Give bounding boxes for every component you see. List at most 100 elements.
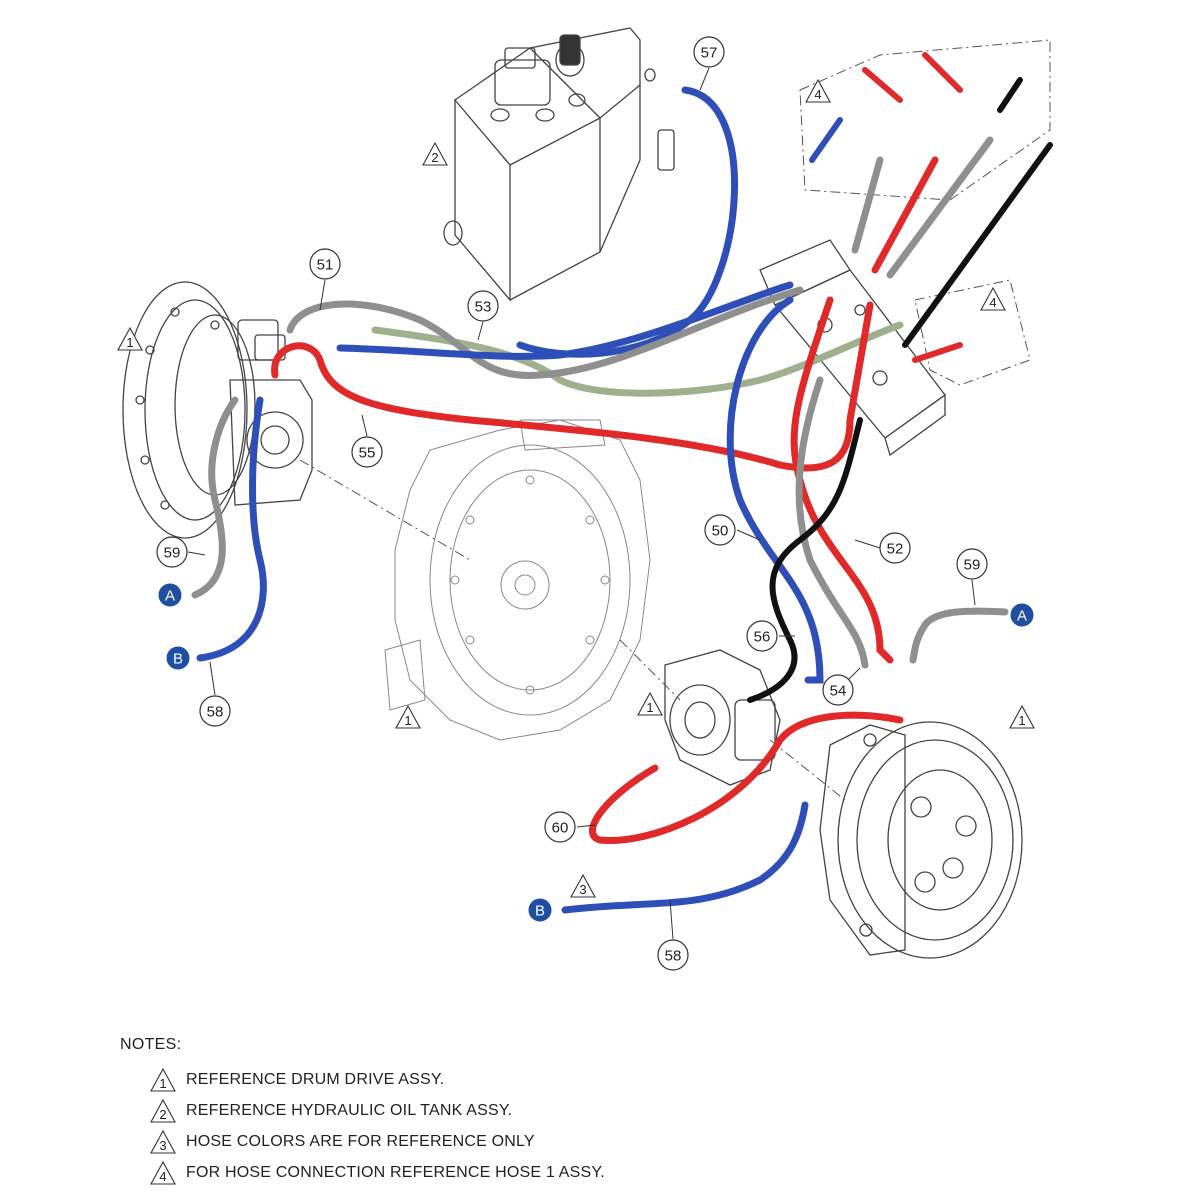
note-ref-label: 4 xyxy=(989,295,996,310)
valve-manifold-bracket xyxy=(759,39,1051,457)
connector-label: B xyxy=(535,903,545,920)
note-text: REFERENCE DRUM DRIVE ASSY. xyxy=(186,1070,445,1088)
callout-label: 50 xyxy=(712,523,729,540)
hose-fan-gray-2 xyxy=(886,136,994,279)
note-text: REFERENCE HYDRAULIC OIL TANK ASSY. xyxy=(186,1101,513,1119)
callout-51: 51 xyxy=(309,248,341,280)
note-row: 1 REFERENCE DRUM DRIVE ASSY. xyxy=(150,1064,820,1095)
note-number: 2 xyxy=(159,1107,166,1122)
callout-53: 53 xyxy=(467,290,499,322)
connector-a: A xyxy=(1009,602,1035,628)
callout-label: 58 xyxy=(665,948,682,965)
hose-blue-left-to-manifold xyxy=(336,281,794,360)
connector-b: B xyxy=(165,645,191,671)
note-ref-label: 1 xyxy=(126,335,133,350)
note-ref-triangle-4: 4 xyxy=(980,286,1006,311)
callout-label: 54 xyxy=(830,683,847,700)
note-text: HOSE COLORS ARE FOR REFERENCE ONLY xyxy=(186,1132,535,1150)
callout-58: 58 xyxy=(657,939,689,971)
notes-section: NOTES: 1 REFERENCE DRUM DRIVE ASSY. 2 REFER… xyxy=(120,1036,820,1188)
center-drum-drive-assembly xyxy=(384,419,651,741)
callout-label: 53 xyxy=(475,299,492,316)
callout-50: 50 xyxy=(704,514,736,546)
centerline-left-to-center xyxy=(299,459,471,561)
note-ref-label: 3 xyxy=(579,882,586,897)
left-drum-drive-assembly xyxy=(122,281,313,539)
hose-58-blue-left xyxy=(196,396,267,662)
hose-fan-gray-1 xyxy=(851,156,884,254)
callout-label: 57 xyxy=(701,45,718,62)
callout-label: 56 xyxy=(754,629,771,646)
note-ref-triangle-3: 3 xyxy=(570,873,596,898)
hose-59-gray-left xyxy=(191,396,239,599)
notes-title: NOTES: xyxy=(120,1036,182,1053)
callout-label: 60 xyxy=(552,820,569,837)
connector-b: B xyxy=(527,897,553,923)
note-ref-triangle-1: 1 xyxy=(1009,704,1035,729)
note-ref-label: 4 xyxy=(814,87,821,102)
callout-59: 59 xyxy=(156,536,188,568)
note-ref-label: 1 xyxy=(404,713,411,728)
note-row: 2 REFERENCE HYDRAULIC OIL TANK ASSY. xyxy=(150,1095,820,1126)
connector-label: B xyxy=(173,651,183,668)
note-ref-triangle-2: 2 xyxy=(422,141,448,166)
hose-55-red xyxy=(271,301,874,472)
callout-60: 60 xyxy=(544,811,576,843)
hose-top-red-stub-2 xyxy=(922,52,963,93)
hydraulic-oil-tank xyxy=(443,27,675,302)
right-drum-drive-assembly xyxy=(819,721,1023,959)
note-ref-label: 1 xyxy=(646,700,653,715)
note-number: 1 xyxy=(159,1076,166,1091)
note-triangle-icon: 3 xyxy=(150,1129,176,1154)
note-ref-triangle-4: 4 xyxy=(805,78,831,103)
hose-51-gray xyxy=(286,286,804,379)
hose-top-blue-stub xyxy=(809,117,843,163)
note-number: 4 xyxy=(159,1169,166,1184)
note-ref-triangle-1: 1 xyxy=(395,704,421,729)
callout-label: 59 xyxy=(964,557,981,574)
connector-label: A xyxy=(1017,608,1027,625)
callout-label: 51 xyxy=(317,257,334,274)
hose-60-red xyxy=(588,711,904,844)
note-triangle-icon: 4 xyxy=(150,1160,176,1185)
callout-leader-lines xyxy=(187,67,976,940)
centerline-pump-to-right xyxy=(769,739,846,801)
note-ref-label: 1 xyxy=(1018,713,1025,728)
hose-top-black-stub xyxy=(997,77,1023,113)
hose-fan-red xyxy=(871,156,939,274)
note-text: FOR HOSE CONNECTION REFERENCE HOSE 1 ASS… xyxy=(186,1163,605,1181)
hose-53-green xyxy=(371,321,904,397)
note-triangle-icon: 2 xyxy=(150,1098,176,1123)
hose-58-blue-right xyxy=(561,801,809,914)
callout-label: 55 xyxy=(359,445,376,462)
note-number: 3 xyxy=(159,1138,166,1153)
hose-right-red-stub xyxy=(912,342,963,363)
connector-a: A xyxy=(157,582,183,608)
note-row: 3 HOSE COLORS ARE FOR REFERENCE ONLY xyxy=(150,1126,820,1157)
hose-59-gray-right xyxy=(909,607,1009,664)
hydraulic-pump xyxy=(664,649,781,786)
callout-label: 59 xyxy=(164,545,181,562)
callout-56: 56 xyxy=(746,620,778,652)
callout-57: 57 xyxy=(693,36,725,68)
centerline-center-to-pump xyxy=(619,639,681,701)
callout-55: 55 xyxy=(351,436,383,468)
callout-label: 52 xyxy=(887,541,904,558)
hose-54-gray xyxy=(795,376,869,669)
callout-59: 59 xyxy=(956,548,988,580)
callout-52: 52 xyxy=(879,532,911,564)
callout-54: 54 xyxy=(822,674,854,706)
hose-56-black xyxy=(747,417,863,703)
note-ref-label: 2 xyxy=(431,150,438,165)
callout-58: 58 xyxy=(199,695,231,727)
note-ref-triangle-1: 1 xyxy=(637,691,663,716)
note-ref-triangle-1: 1 xyxy=(117,326,143,351)
callout-label: 58 xyxy=(207,704,224,721)
hose-fan-black xyxy=(902,142,1053,348)
hose-top-red-stub-1 xyxy=(862,67,903,103)
connector-label: A xyxy=(165,588,175,605)
note-triangle-icon: 1 xyxy=(150,1067,176,1092)
hose-50-blue xyxy=(726,296,824,684)
note-row: 4 FOR HOSE CONNECTION REFERENCE HOSE 1 AS… xyxy=(150,1157,820,1188)
